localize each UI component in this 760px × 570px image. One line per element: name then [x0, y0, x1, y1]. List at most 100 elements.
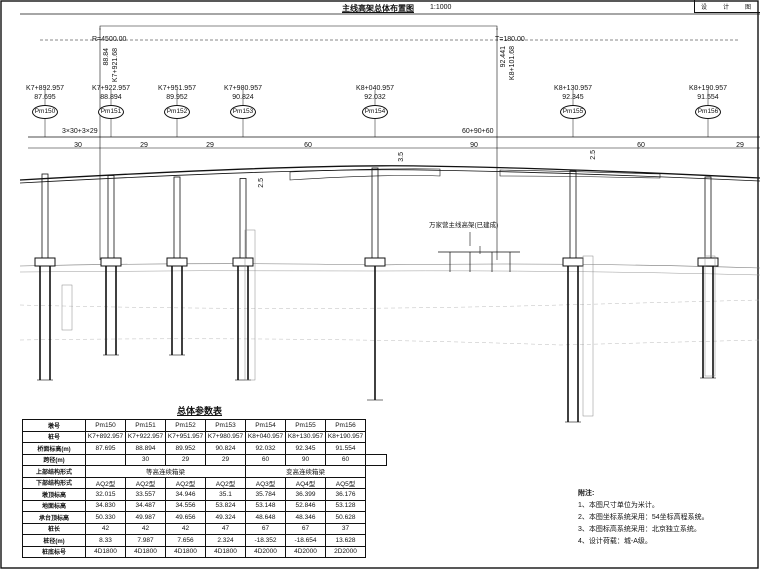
- girder-haunch: [289, 168, 441, 181]
- pile-cap: [697, 257, 719, 267]
- curve-elev-label: 92.441: [500, 46, 507, 68]
- notes-block: 附注: 1、本图尺寸单位为米计。 2、本图坐标系统采用：54坐标高程系统。 3、…: [578, 488, 709, 548]
- row-header: 跨径(m): [22, 453, 86, 466]
- pier-station: K7+892.957: [26, 85, 64, 92]
- table-cell: 4D1800: [125, 545, 166, 558]
- table-cell: 42: [85, 522, 126, 535]
- pier-station: K8+040.957: [356, 85, 394, 92]
- table-cell: 90: [285, 453, 326, 466]
- row-header: 地面标高: [22, 499, 86, 512]
- grade-label: 2.5: [590, 150, 597, 160]
- row-header: 墩顶标高: [22, 488, 86, 501]
- title-block-corner: 设 计 图: [694, 0, 760, 13]
- drawing-title: 主线高架总体布置图: [342, 3, 414, 13]
- table-cell: K8+190.957: [325, 430, 366, 443]
- table-cell: 92.032: [245, 442, 286, 455]
- table-cell: 42: [125, 522, 166, 535]
- table-cell: 53.128: [325, 499, 366, 512]
- table-cell: AQ3型: [245, 476, 286, 489]
- table-cell: 49.987: [125, 511, 166, 524]
- table-cell: 4D1800: [165, 545, 206, 558]
- pier-elevation: 87.695: [34, 94, 56, 101]
- grade-label: 3.5: [398, 152, 405, 162]
- curve-radius-label: R=4500.00: [92, 36, 127, 43]
- table-cell: Pm151: [125, 419, 166, 432]
- table-cell: 92.345: [285, 442, 326, 455]
- pier-tag: Pm150: [32, 105, 58, 119]
- note-item: 1、本图尺寸单位为米计。: [578, 502, 659, 509]
- table-cell: 8.33: [85, 534, 126, 547]
- deck-bottom-line: [19, 169, 760, 184]
- curve-tangent-label: T=180.00: [495, 36, 525, 43]
- table-cell: 4D2000: [285, 545, 326, 558]
- table-cell: 2.324: [205, 534, 246, 547]
- title-block-cell: 图: [745, 5, 752, 11]
- table-cell: 4D1800: [85, 545, 126, 558]
- table-cell: Pm154: [245, 419, 286, 432]
- table-cell: 35.1: [205, 488, 246, 501]
- table-cell: 36.399: [285, 488, 326, 501]
- span-arrangement-right: 60+90+60: [462, 128, 494, 135]
- table-cell: 60: [325, 453, 366, 466]
- table-cell: 13.628: [325, 534, 366, 547]
- table-cell: 7.987: [125, 534, 166, 547]
- strata-line: [19, 338, 760, 346]
- table-cell: 91.554: [325, 442, 366, 455]
- table-cell: 52.846: [285, 499, 326, 512]
- span-label: 29: [736, 142, 744, 149]
- span-arrangement-left: 3×30+3×29: [62, 128, 98, 135]
- table-cell: 49.324: [205, 511, 246, 524]
- pile-cap: [34, 257, 56, 267]
- borehole-column: [704, 255, 716, 377]
- curve-elev-label: 88.84: [103, 48, 110, 66]
- span-label: 29: [206, 142, 214, 149]
- table-cell: 29: [205, 453, 246, 466]
- pile-cap: [232, 257, 254, 267]
- row-header: 桩径(m): [22, 534, 86, 547]
- pier-elevation: 89.952: [166, 94, 188, 101]
- table-cell: 89.952: [165, 442, 206, 455]
- title-block-cell: 设: [701, 5, 708, 11]
- table-cell: 30: [125, 453, 166, 466]
- borehole-column: [244, 229, 256, 381]
- ground-line: [19, 263, 760, 269]
- table-cell: 53.824: [205, 499, 246, 512]
- deck-top-line: [19, 165, 760, 181]
- grade-label: 2.5: [258, 178, 265, 188]
- table-cell: 48.346: [285, 511, 326, 524]
- pier-station: K8+190.957: [689, 85, 727, 92]
- pier-elevation: 90.824: [232, 94, 254, 101]
- pier-elevation: 88.894: [100, 94, 122, 101]
- table-cell: 53.148: [245, 499, 286, 512]
- pier-column: [371, 167, 379, 259]
- table-cell: 87.695: [85, 442, 126, 455]
- table-cell: 47: [205, 522, 246, 535]
- table-cell: 50.330: [85, 511, 126, 524]
- table-cell: 34.487: [125, 499, 166, 512]
- pier-station: K7+980.957: [224, 85, 262, 92]
- pier-station: K7+922.957: [92, 85, 130, 92]
- row-header: 桩号: [22, 430, 86, 443]
- row-header: 桩底标号: [22, 545, 86, 558]
- table-cell: K7+951.957: [165, 430, 206, 443]
- table-cell: 49.656: [165, 511, 206, 524]
- table-cell: AQ2型: [125, 476, 166, 489]
- pier-tag: Pm156: [695, 105, 721, 119]
- note-item: 4、设计荷载：城-A级。: [578, 538, 652, 545]
- table-cell: Pm150: [85, 419, 126, 432]
- table-cell: K7+892.957: [85, 430, 126, 443]
- table-cell: 等高连续箱梁: [85, 465, 246, 478]
- table-cell: 48.648: [245, 511, 286, 524]
- table-cell: 90.824: [205, 442, 246, 455]
- curve-station-label: K7+921.68: [112, 48, 119, 83]
